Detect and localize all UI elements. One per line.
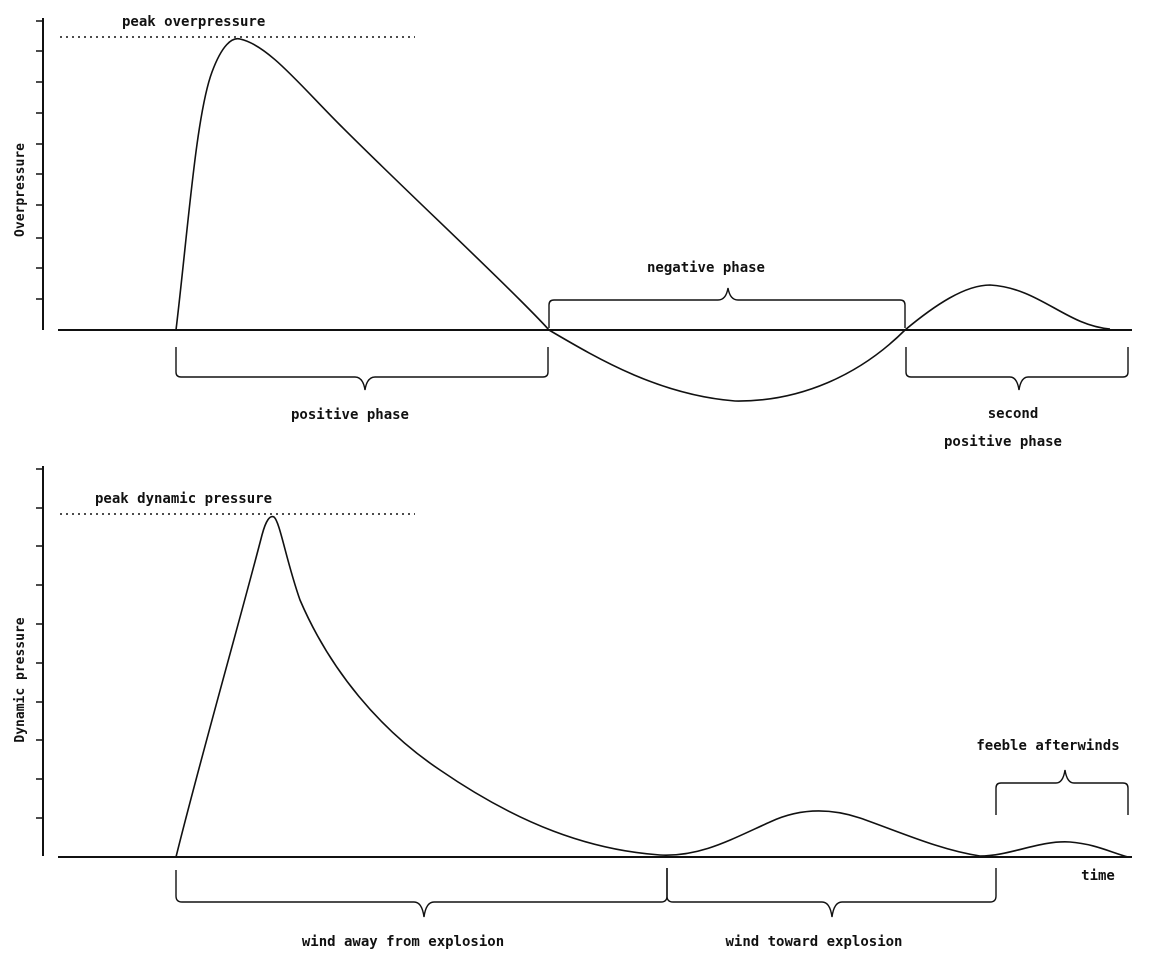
second-positive-phase-label-line1: second xyxy=(988,406,1039,422)
overpressure-y-axis-label: Overpressure xyxy=(13,143,28,237)
wind-toward-brace xyxy=(666,868,997,918)
dynamic-pressure-y-axis-label: Dynamic pressure xyxy=(13,617,28,742)
dynamic-pressure-curve xyxy=(175,515,1129,858)
overpressure-panel: Overpressure peak overpressure negative … xyxy=(13,14,1132,450)
peak-dynamic-pressure-label: peak dynamic pressure xyxy=(95,491,272,507)
peak-overpressure-label: peak overpressure xyxy=(122,14,265,30)
positive-phase-brace xyxy=(175,347,549,391)
wind-away-label: wind away from explosion xyxy=(302,934,504,950)
negative-phase-brace xyxy=(548,287,906,328)
second-positive-phase-label-line2: positive phase xyxy=(944,434,1062,450)
overpressure-curve xyxy=(175,37,1111,402)
wind-away-brace xyxy=(175,868,668,918)
dynamic-pressure-panel: Dynamic pressure peak dynamic pressure f… xyxy=(13,466,1132,950)
second-positive-phase-brace xyxy=(905,347,1129,391)
feeble-afterwinds-label: feeble afterwinds xyxy=(976,738,1119,754)
feeble-afterwinds-brace xyxy=(995,769,1129,815)
dynamic-pressure-y-ticks xyxy=(36,468,43,819)
overpressure-y-ticks xyxy=(36,20,43,300)
positive-phase-label: positive phase xyxy=(291,407,409,423)
negative-phase-label: negative phase xyxy=(647,260,765,276)
time-label: time xyxy=(1081,868,1115,884)
wind-toward-label: wind toward explosion xyxy=(725,934,902,950)
